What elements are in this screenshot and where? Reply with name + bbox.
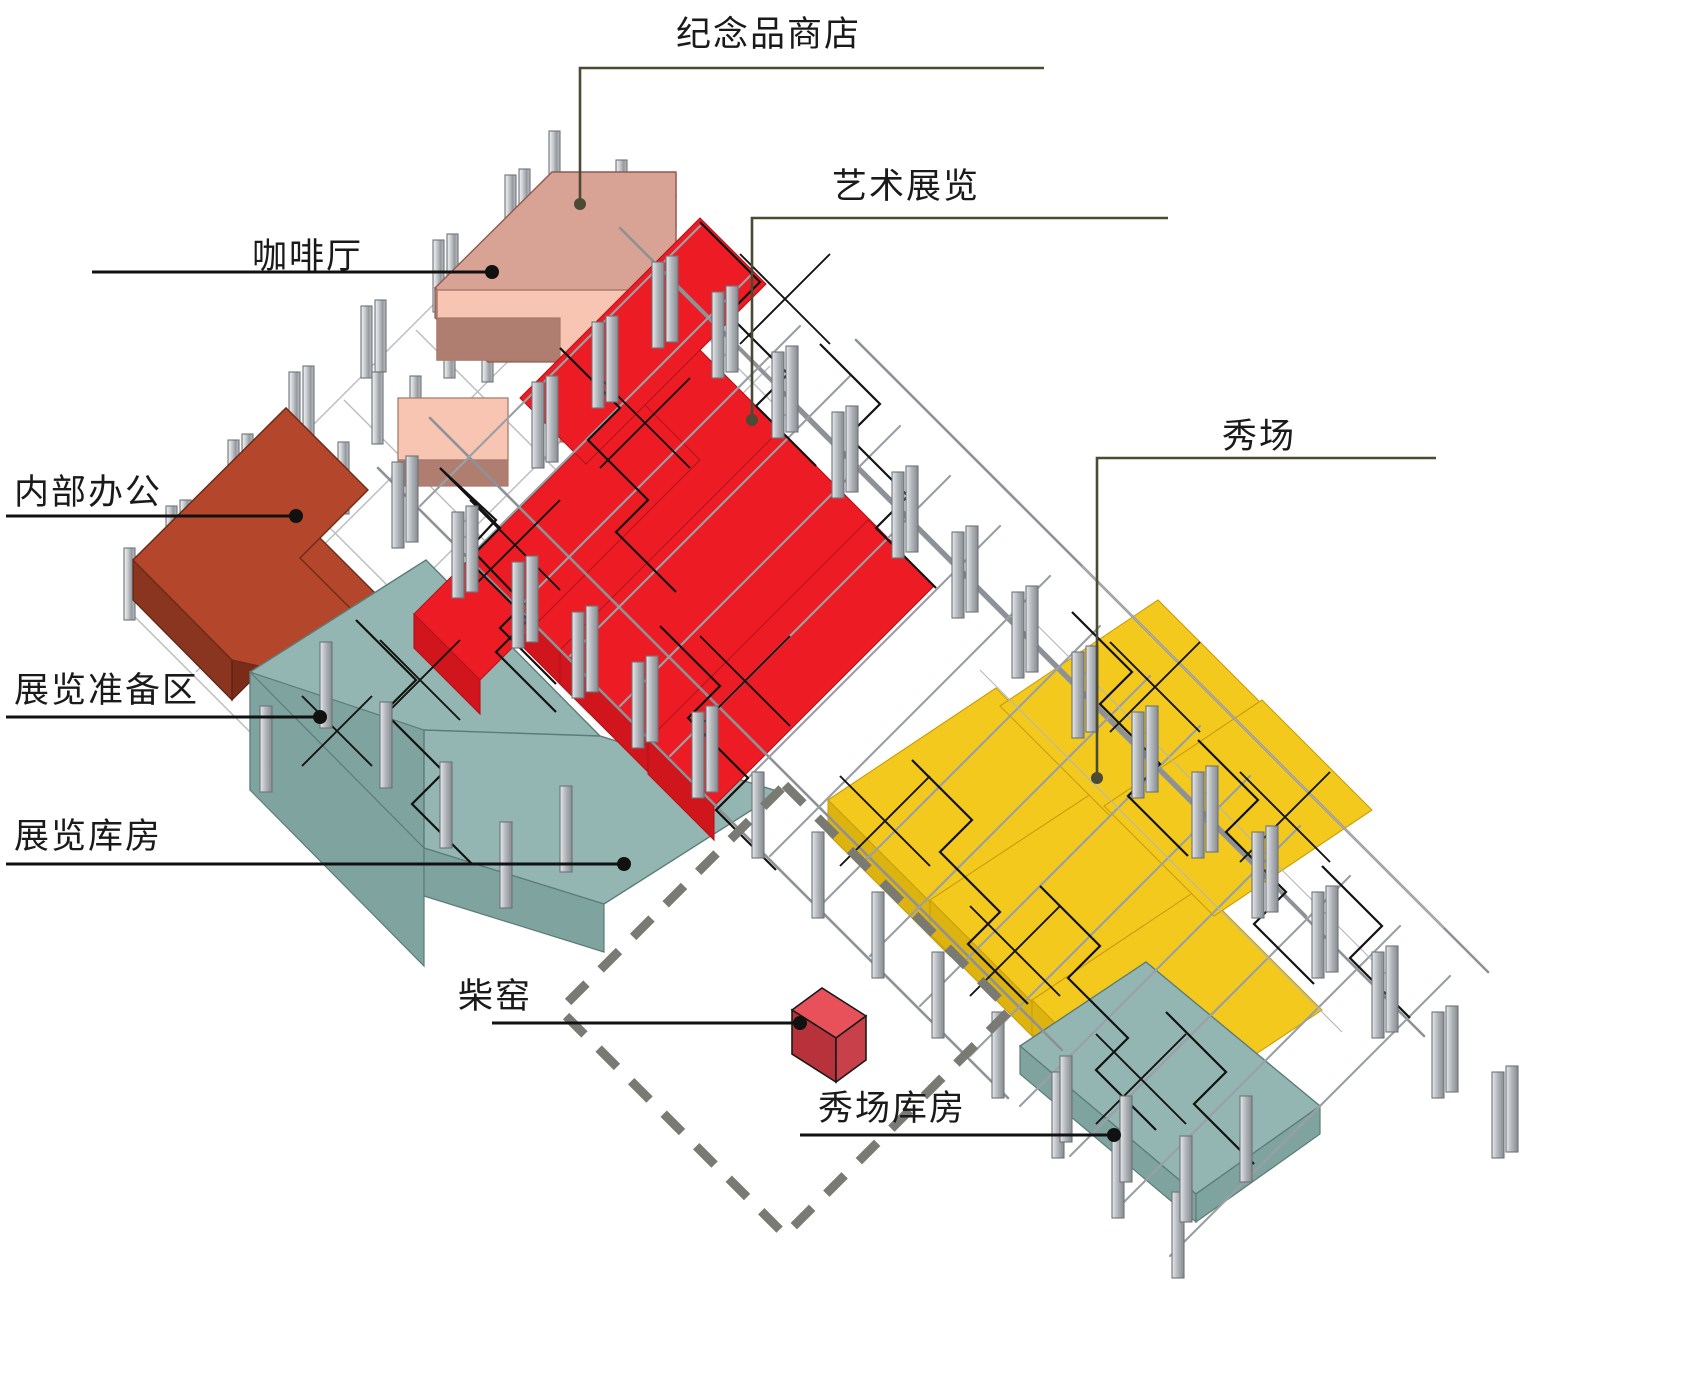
leader-art-exhibit xyxy=(746,216,1168,426)
leader-show-venue xyxy=(1091,456,1436,784)
site-boundary-dashed xyxy=(553,778,1017,1242)
leader-exhibit-prep xyxy=(6,710,327,724)
column-group xyxy=(259,255,1519,1279)
label-exhibit-store: 展览库房 xyxy=(14,817,163,857)
leader-cafe xyxy=(92,265,499,279)
label-show-store: 秀场库房 xyxy=(818,1089,967,1129)
label-art-exhibit: 艺术展览 xyxy=(832,167,981,207)
kiln-volume xyxy=(790,987,868,1084)
label-cafe: 咖啡厅 xyxy=(252,237,364,277)
label-wood-kiln: 柴窑 xyxy=(458,977,533,1017)
leader-line-group xyxy=(6,66,1436,1142)
leader-show-store xyxy=(800,1128,1121,1142)
leader-gift-shop xyxy=(574,66,1044,210)
label-office: 内部办公 xyxy=(14,473,163,513)
leader-exhibit-store xyxy=(6,857,631,871)
leader-office xyxy=(6,509,303,523)
leader-wood-kiln xyxy=(492,1016,807,1030)
label-exhibit-prep: 展览准备区 xyxy=(14,671,200,711)
label-gift-shop: 纪念品商店 xyxy=(676,15,862,55)
label-show-venue: 秀场 xyxy=(1222,417,1297,457)
